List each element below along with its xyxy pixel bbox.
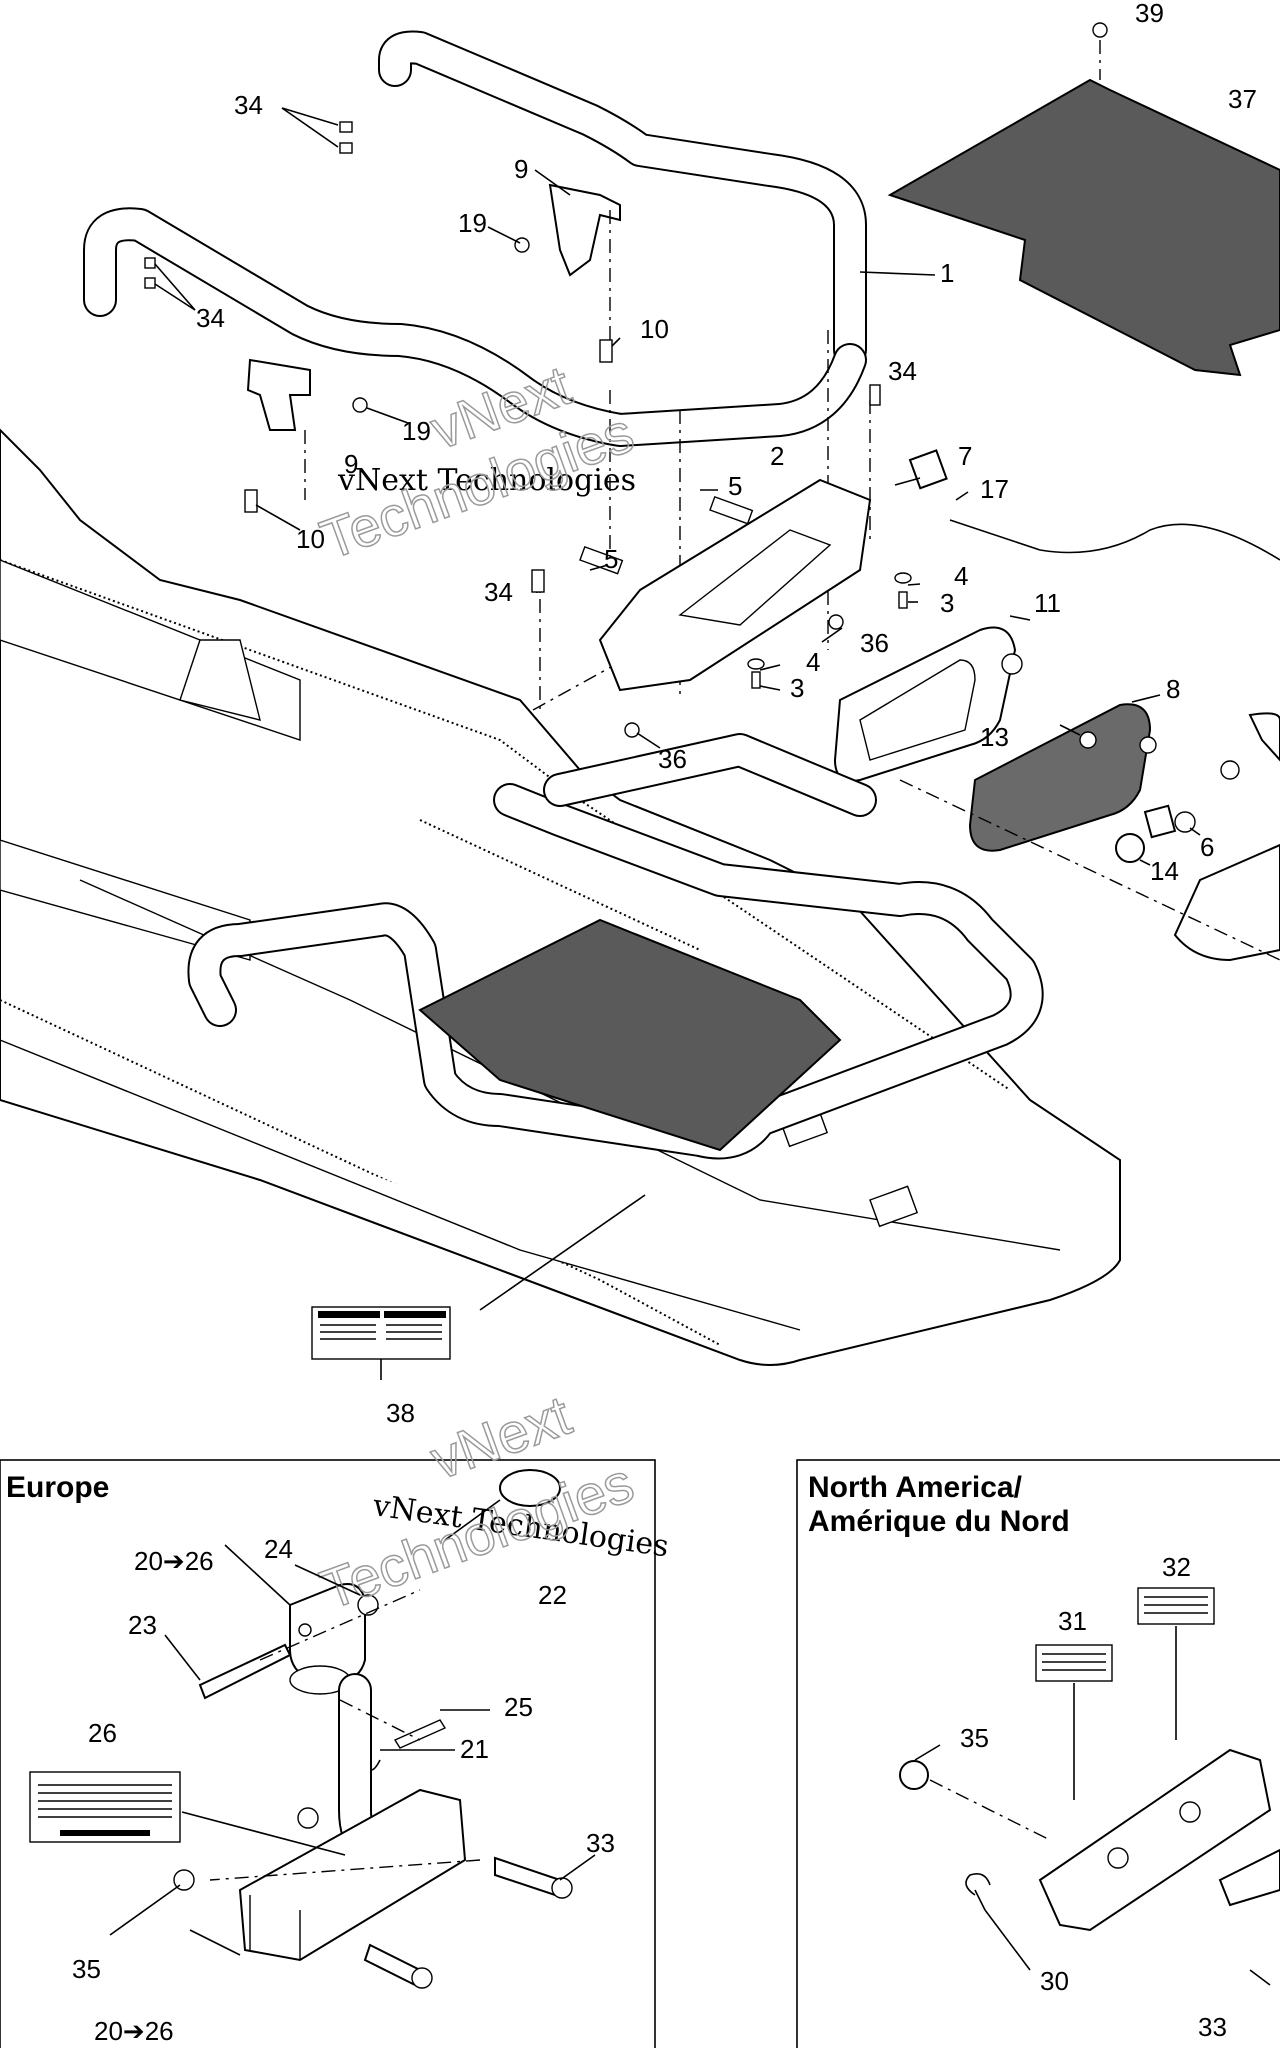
callout-3-a: 3	[940, 588, 954, 618]
callout-11: 11	[1034, 588, 1061, 618]
rear-bumper-assembly	[83, 30, 936, 447]
mounting-plate-2	[579, 478, 872, 692]
callout-34-a: 34	[234, 90, 263, 120]
callout-19-a: 19	[458, 208, 487, 238]
callout-34-d: 34	[484, 577, 513, 607]
bulb-and-socket	[1115, 712, 1280, 863]
europe-inset	[0, 1459, 656, 2048]
callout-21: 21	[460, 1734, 489, 1764]
callout-20-26-a: 20➔26	[134, 1546, 214, 1576]
callout-35-a: 35	[72, 1954, 101, 1984]
warning-label-38	[311, 1306, 451, 1380]
callout-22: 22	[538, 1580, 567, 1610]
callout-30: 30	[1040, 1966, 1069, 1996]
bracket-9-lower	[246, 358, 311, 431]
callout-36-b: 36	[658, 744, 687, 774]
callout-6: 6	[1200, 832, 1214, 862]
callout-7: 7	[958, 441, 972, 471]
rubber-mat-37	[887, 40, 1280, 377]
callout-13: 13	[980, 722, 1009, 752]
callout-20-26-b: 20➔26	[94, 2016, 174, 2046]
leader-lines	[109, 107, 1201, 1971]
taillight-housing-11	[833, 626, 1023, 782]
callout-37: 37	[1228, 84, 1257, 114]
callout-31: 31	[1058, 1606, 1087, 1636]
callout-33-a: 33	[586, 1828, 615, 1858]
callout-9-a: 9	[514, 154, 528, 184]
callout-39: 39	[1135, 0, 1164, 28]
callout-19-b: 19	[402, 416, 431, 446]
taillight-guard-edge	[899, 779, 1280, 962]
callout-14: 14	[1150, 856, 1179, 886]
watermark-text-top: vNext Technologies	[337, 463, 636, 498]
callout-33-b: 33	[1198, 2012, 1227, 2042]
callout-17: 17	[980, 474, 1009, 504]
north-america-title-1: North America/	[808, 1471, 1023, 1504]
callout-38: 38	[386, 1398, 415, 1428]
bracket-9-upper	[534, 169, 621, 277]
callout-25: 25	[504, 1692, 533, 1722]
callout-10-b: 10	[296, 524, 325, 554]
europe-title: Europe	[6, 1471, 109, 1504]
callout-34-b: 34	[196, 303, 225, 333]
taillight-lens-8	[968, 703, 1157, 852]
callout-4-a: 4	[954, 561, 968, 591]
bolts-top	[144, 22, 1108, 593]
callout-9-b: 9	[344, 449, 358, 479]
north-america-inset	[796, 1459, 1280, 2048]
callout-3-b: 3	[790, 673, 804, 703]
callout-5-b: 5	[604, 544, 618, 574]
callout-4-b: 4	[806, 647, 820, 677]
callout-numbers: 39 37 34 9 19 1 34 10 34 19 9 2 7 5 17 1…	[72, 0, 1257, 2046]
callout-32: 32	[1162, 1552, 1191, 1582]
callout-34-c: 34	[888, 356, 917, 386]
north-america-title-2: Amérique du Nord	[808, 1505, 1070, 1538]
callout-8: 8	[1166, 674, 1180, 704]
callout-35-b: 35	[960, 1723, 989, 1753]
callout-10-a: 10	[640, 314, 669, 344]
callout-24: 24	[264, 1534, 293, 1564]
callout-26: 26	[88, 1718, 117, 1748]
callout-1: 1	[940, 258, 954, 288]
callout-23: 23	[128, 1610, 157, 1640]
chassis-rack	[187, 733, 1044, 1311]
callout-36-a: 36	[860, 628, 889, 658]
callout-5-a: 5	[728, 471, 742, 501]
callout-2: 2	[770, 441, 784, 471]
